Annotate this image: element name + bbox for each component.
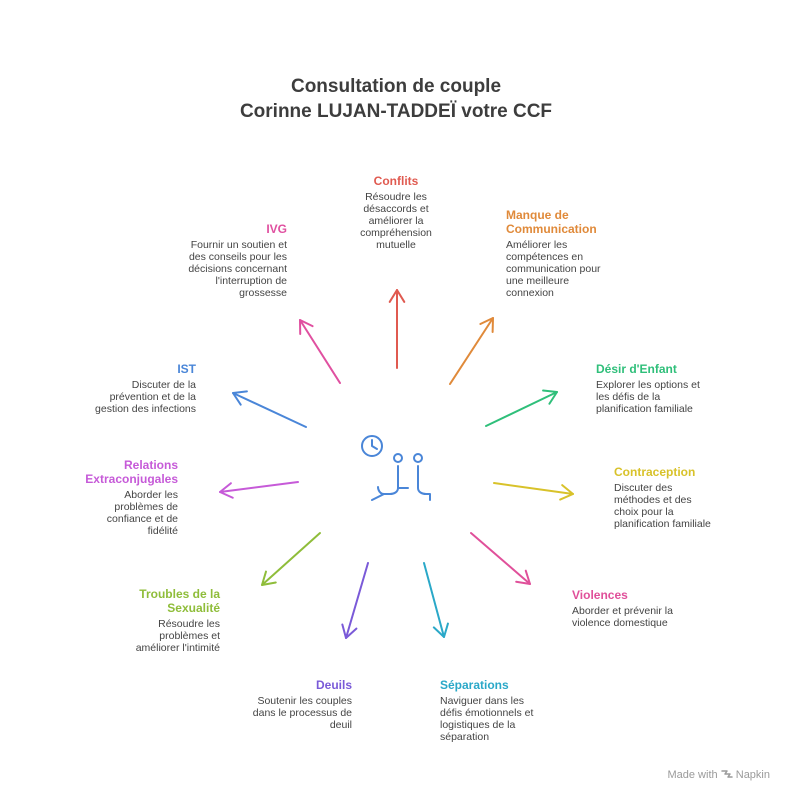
arrowhead-communication [479, 317, 494, 333]
arrowhead-desir [542, 389, 558, 405]
title-line-2: Corinne LUJAN-TADDEÏ votre CCF [239, 101, 553, 122]
page-title: Consultation de couple Corinne LUJAN-TAD… [0, 74, 792, 124]
arrow-communication [449, 317, 494, 385]
made-with-text: Made with [667, 769, 718, 781]
item-conflits-head: Conflits [373, 174, 419, 188]
arrow-contraception [493, 482, 574, 495]
arrowhead-relations [219, 482, 234, 499]
arrow-violences [470, 532, 531, 585]
title-line-1: Consultation de couple [290, 76, 502, 97]
arrowhead-troubles [261, 570, 277, 586]
arrowhead-ist [232, 390, 248, 406]
napkin-logo-icon [720, 770, 733, 778]
arrow-separations [423, 562, 445, 638]
arrowhead-deuils [341, 623, 358, 639]
arrow-ivg [299, 319, 341, 384]
napkin-brand: Napkin [735, 769, 770, 781]
napkin-footer: Made with Napkin [667, 769, 770, 781]
item-ivg-head: IVG [266, 222, 287, 236]
arrow-desir [485, 391, 558, 427]
arrows-group [219, 289, 574, 639]
item-separations-head: Séparations [440, 678, 509, 692]
arrow-ist [232, 392, 307, 428]
arrowhead-violences [515, 569, 531, 585]
arrowhead-separations [432, 622, 449, 638]
arrow-deuils [345, 562, 369, 639]
arrowhead-ivg [299, 319, 314, 335]
arrow-troubles [261, 532, 321, 586]
item-deuils-head: Deuils [315, 678, 352, 692]
couple-clock-icon [361, 435, 431, 501]
item-desir-head: Désir d'Enfant [596, 362, 677, 376]
arrow-relations [219, 481, 299, 493]
arrowhead-contraception [559, 484, 574, 501]
arrowhead-conflits [388, 289, 406, 303]
item-contraception-head: Contraception [614, 465, 696, 479]
item-violences-head: Violences [572, 588, 628, 602]
item-ist-head: IST [177, 362, 196, 376]
